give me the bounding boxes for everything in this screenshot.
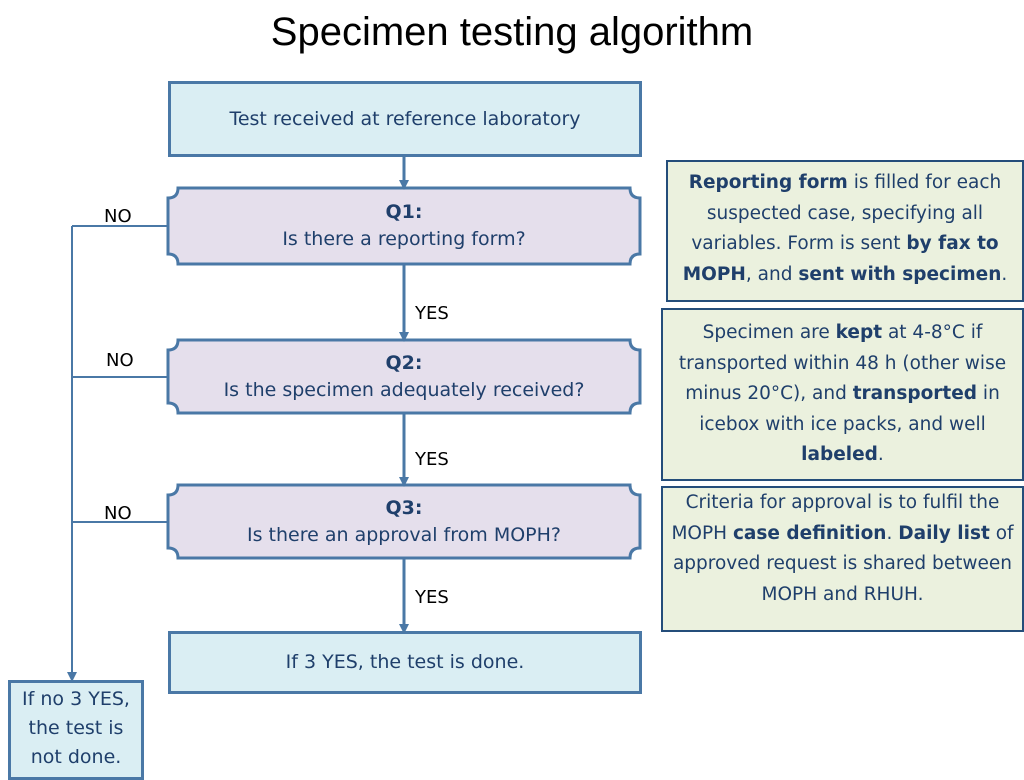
page-title: Specimen testing algorithm <box>270 10 754 54</box>
q3-text: Is there an approval from MOPH? <box>247 523 561 546</box>
note-segment: . <box>1001 263 1008 285</box>
note-segment: Daily list <box>898 522 990 544</box>
q1-label: Q1: <box>385 201 423 223</box>
note-reporting-form: Reporting form is filled for each suspec… <box>666 160 1024 302</box>
note-segment: sent with specimen <box>798 263 1002 285</box>
no-label-1: NO <box>104 206 132 227</box>
note-approval-criteria: Criteria for approval is to fulfil the M… <box>661 486 1024 632</box>
q2-shape <box>166 338 642 415</box>
note-segment: of approved request is shared between MO… <box>672 522 1014 605</box>
q2-box: Q2: Is the specimen adequately received? <box>168 340 640 413</box>
q2-text: Is the specimen adequately received? <box>223 378 585 401</box>
note-segment: Reporting form <box>688 172 848 193</box>
note-segment: Criteria for approval is to fulfil the M… <box>671 492 1000 544</box>
note-segment: . <box>886 522 899 544</box>
note-segment: at 4-8°C if transported within 48 h (oth… <box>678 322 1007 404</box>
note-segment: by fax to MOPH <box>682 233 999 285</box>
q1-text: Is there a reporting form? <box>282 228 526 250</box>
note-segment: in icebox with ice packs, and well <box>699 383 1000 435</box>
note-segment: . <box>877 444 884 465</box>
q3-box: Q3: Is there an approval from MOPH? <box>168 485 640 558</box>
q1-box: Q1: Is there a reporting form? <box>168 188 640 264</box>
q2-label: Q2: <box>385 351 423 374</box>
end-no-box: If no 3 YES, the test is not done. <box>8 680 144 780</box>
end-no-text: If no 3 YES, the test is not done. <box>22 688 130 768</box>
note-segment: Specimen are <box>702 322 836 343</box>
q3-label: Q3: <box>385 496 423 519</box>
note-segment: labeled <box>801 444 878 465</box>
no-label-2: NO <box>106 350 134 371</box>
yes-label-2: YES <box>415 449 449 470</box>
start-text: Test received at reference laboratory <box>229 107 581 130</box>
end-yes-text: If 3 YES, the test is done. <box>285 651 525 673</box>
note-specimen-storage: Specimen are kept at 4-8°C if transporte… <box>661 308 1024 481</box>
q1-shape <box>166 186 642 266</box>
yes-label-1: YES <box>415 303 449 324</box>
note-segment: is filled for each suspected case, speci… <box>691 172 1002 254</box>
no-label-3: NO <box>104 503 132 524</box>
end-yes-box: If 3 YES, the test is done. <box>168 631 642 694</box>
note-segment: transported <box>852 383 978 404</box>
yes-label-3: YES <box>415 587 449 608</box>
q3-shape <box>166 483 642 560</box>
note-segment: kept <box>835 322 883 343</box>
note-segment: , and <box>745 263 799 285</box>
note-segment: case definition <box>732 522 887 544</box>
start-box: Test received at reference laboratory <box>168 81 642 157</box>
